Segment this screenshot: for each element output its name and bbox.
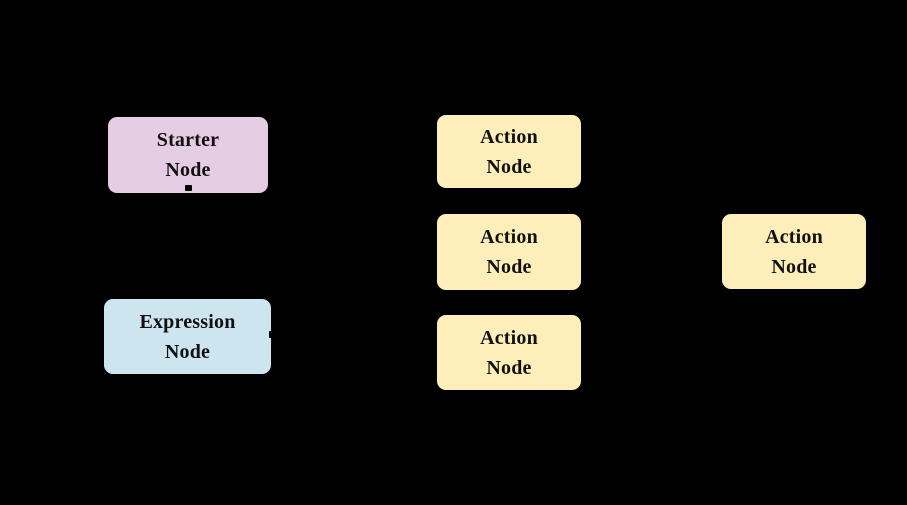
- edge-stub-action-1-right: [583, 149, 589, 155]
- edge-stub-expression-right: [269, 331, 276, 338]
- action-node-3-label-line1: Action: [765, 225, 823, 248]
- starter-node-label-line2: Node: [165, 159, 211, 181]
- edge-stub-action-2-right: [581, 250, 588, 257]
- action-node-2-label-line1: Action: [480, 226, 538, 248]
- action-node-4-label-line1: Action: [480, 326, 538, 349]
- action-node-4: Action Node: [435, 313, 583, 392]
- action-node-4-label-line2: Node: [486, 356, 532, 379]
- action-node-3-label-line2: Node: [771, 255, 817, 278]
- expression-node: Expression Node: [102, 297, 273, 376]
- action-node-2: Action Node: [435, 212, 583, 292]
- action-node-2-label-line2: Node: [486, 256, 532, 278]
- starter-node-label-line1: Starter: [156, 129, 220, 151]
- action-node-1: Action Node: [435, 113, 583, 190]
- action-node-1-label-line1: Action: [480, 125, 538, 148]
- action-node-3: Action Node: [720, 212, 868, 291]
- edge-stub-starter-bottom: [185, 185, 192, 191]
- expression-node-label-line1: Expression: [139, 310, 236, 333]
- action-node-1-label-line2: Node: [486, 155, 532, 178]
- expression-node-label-line2: Node: [164, 340, 211, 363]
- starter-node: Starter Node: [106, 115, 270, 195]
- edge-stub-expression-top: [183, 293, 190, 296]
- edge-stub-action-4-right: [582, 349, 589, 356]
